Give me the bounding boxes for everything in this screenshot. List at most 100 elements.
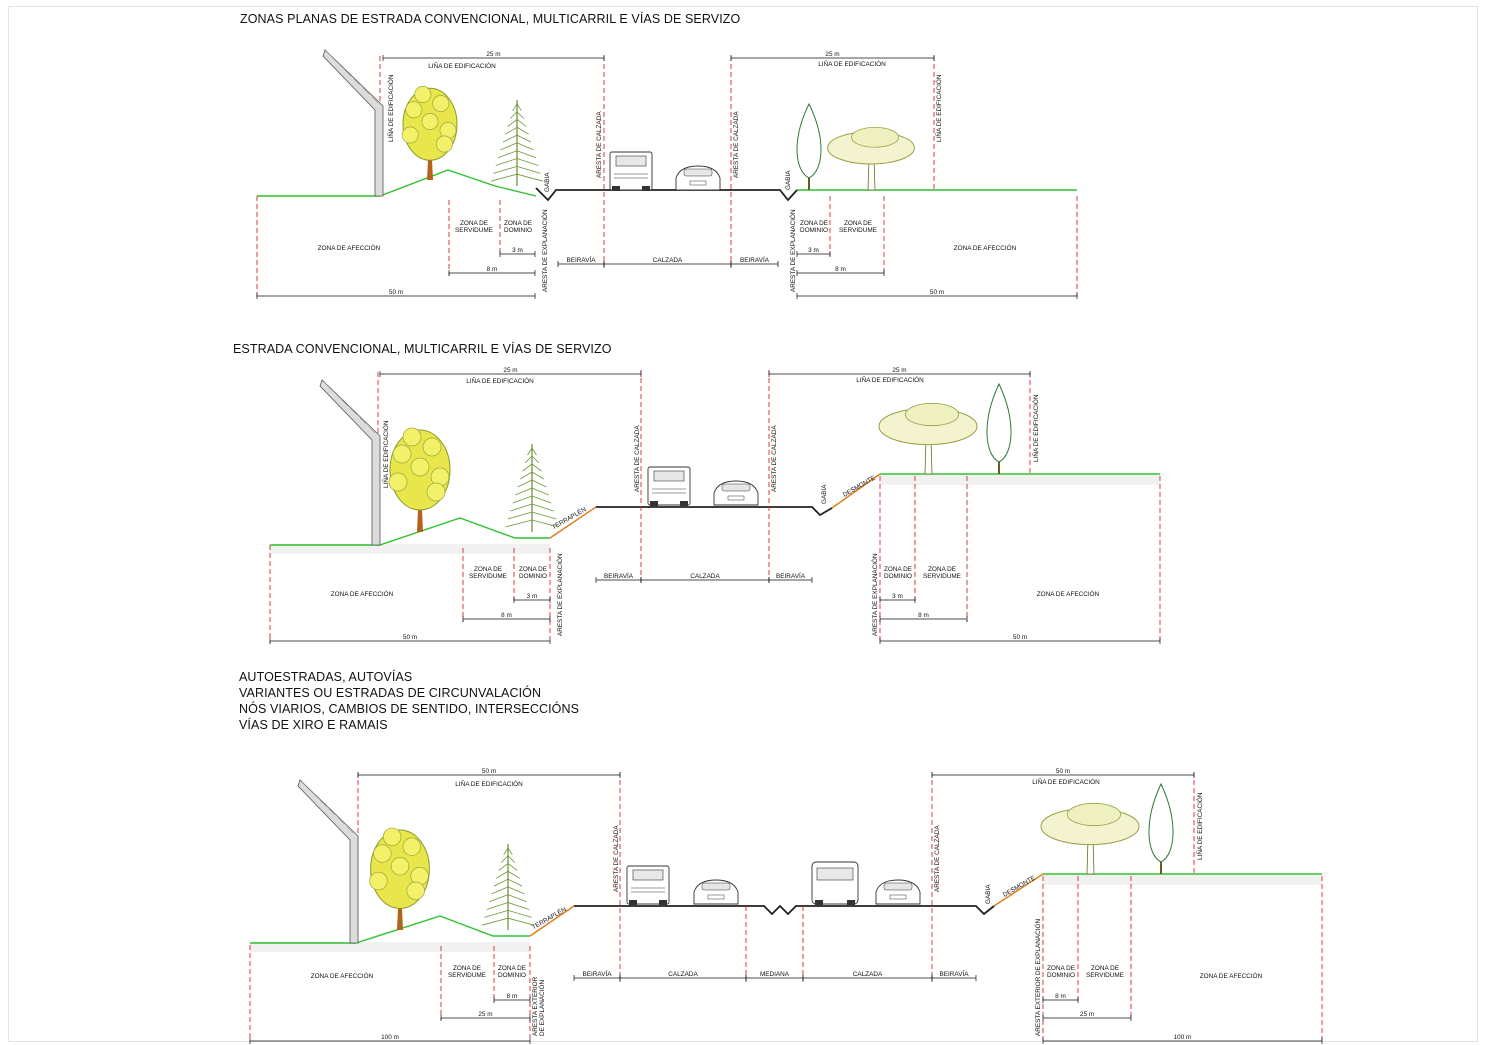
section-2-pine-tree-branch-r-2 [531, 455, 540, 464]
section-2-zona-servidume-right-2: SERVIDUME [923, 573, 961, 580]
section-1-pine-tree [490, 100, 544, 186]
section-3-dim-edif-right-label: 50 m [1056, 768, 1070, 775]
section-3-yellow-tree-leaf-1 [402, 837, 421, 856]
section-3-pine-tree-branch-l-9 [484, 909, 509, 918]
section-1-yellow-tree-leaf-2 [401, 126, 419, 144]
section-1-yellow-tree [401, 86, 458, 180]
section-3-car-2-plate [889, 894, 907, 900]
section-1-pine-tree-branch-l-8 [495, 158, 518, 166]
section-1-pine-tree-branch-r-5 [516, 134, 532, 143]
section-1-pine-tree-branch-l-9 [493, 165, 518, 174]
section-2-truck [647, 466, 691, 506]
section-3-yellow-tree-leaf-4 [390, 857, 410, 876]
section-1-calzada-label: CALZADA [653, 257, 683, 264]
section-2-cypress-tree [986, 382, 1012, 474]
section-2-pine-tree-branch-r-8 [531, 503, 554, 512]
section-3-truck-1-wheel-l [629, 900, 637, 905]
section-1-house [322, 49, 384, 197]
section-3-dim-25m-right-label: 25 m [1080, 1011, 1094, 1018]
section-1-vlabel-gabia-r: GABIA [785, 170, 792, 190]
section-1-vlabel-aresta-calzada-l: ARESTA DE CALZADA [596, 111, 603, 178]
section-3-house-hatch-3 [328, 808, 336, 816]
section-3-dim-8m-left: 8 m [493, 993, 531, 1003]
section-2-pine-tree-branch-l-4 [519, 471, 533, 480]
section-3-house-hatch-0 [301, 781, 309, 789]
section-1-umbrella-tree [827, 126, 915, 191]
section-3-dim-100m-right: 100 m [1042, 1034, 1323, 1044]
section-2-house-hatch-3 [350, 408, 358, 416]
section-1-vlabel-aresta-calzada-r: ARESTA DE CALZADA [733, 111, 740, 178]
section-2-house-hatch-1 [332, 390, 340, 398]
section-3-pine-tree-branch-l-8 [486, 902, 509, 910]
section-2-house-wall [319, 379, 381, 546]
section-1-car-window [683, 168, 713, 177]
section-2-zona-servidume-left-1: ZONA DE [474, 566, 502, 573]
section-1-title: ZONAS PLANAS DE ESTRADA CONVENCIONAL, MU… [240, 12, 741, 26]
section-2-label-edif-left: LIÑA DE EDIFICACIÓN [466, 376, 534, 385]
section-3-calzada-left-label: CALZADA [668, 971, 698, 978]
section-2-vlabel-edif-r: LIÑA DE EDIFICACIÓN [1031, 394, 1040, 462]
section-2-house-hatch-2 [341, 399, 349, 407]
section-3-van-window [816, 867, 854, 881]
section-2-desmonte-slope [831, 473, 881, 509]
section-1-zona-servidume-right-1: ZONA DE [844, 220, 872, 227]
section-2-pine-tree [505, 444, 559, 532]
section-1-label-edif-right: LIÑA DE EDIFICACIÓN [818, 59, 886, 68]
section-1-dim-8m-right: 8 m [796, 266, 885, 276]
section-2-stipple-right [880, 475, 1160, 485]
section-3-vlabel-aresta-ext-r: ARESTA EXTERIOR DE EXPLANACIÓN [1033, 919, 1042, 1036]
section-2-dim-50m-right-label: 50 m [1013, 634, 1027, 641]
section-3-title-line-2: VARIANTES OU ESTRADAS DE CIRCUNVALACIÓN [239, 686, 542, 700]
section-1-pine-tree-branch-r-4 [516, 126, 529, 135]
section-3-pine-tree-branch-r-4 [507, 870, 520, 879]
section-3-label-desmonte: DESMONTE [1002, 875, 1037, 899]
section-3-truck-1-wheel-r [659, 900, 667, 905]
section-2-label-edif-right: LIÑA DE EDIFICACIÓN [856, 375, 924, 384]
section-1-cypress-tree-crown [796, 102, 822, 179]
section-1-calzada: CALZADA [603, 257, 732, 267]
section-2-vlabel-edif-l: LIÑA DE EDIFICACIÓN [381, 420, 390, 488]
section-1-road-surface [535, 187, 798, 202]
section-1-pine-tree-branch-l-2 [509, 111, 518, 119]
section-3-pine-tree-branch-l-3 [498, 863, 509, 871]
section-3-stipple-right [1043, 875, 1322, 885]
section-2-beiravia-right-label: BEIRAVÍA [776, 571, 806, 580]
section-3-dim-25m-left-label: 25 m [478, 1011, 492, 1018]
section-3-car-2-window [883, 882, 913, 891]
section-2-truck-wheel-l [650, 501, 658, 506]
section-1-dim-8m-left: 8 m [448, 266, 536, 276]
section-2-beiravia-left-label: BEIRAVÍA [604, 571, 634, 580]
section-3-truck-1 [626, 865, 670, 905]
section-3-beiravia-left: BEIRAVÍA [573, 969, 621, 981]
section-2-pine-tree-branch-r-1 [531, 447, 537, 456]
section-1-yellow-tree-leaf-1 [432, 95, 450, 112]
section-3-yellow-tree-leaf-0 [373, 844, 392, 863]
section-1-yellow-tree-leaf-5 [414, 86, 432, 103]
section-2-zona-dominio-right-1: ZONA DE [884, 566, 912, 573]
section-1-pine-tree-branch-r-3 [516, 119, 527, 127]
section-2-pine-tree-branch-r-6 [531, 487, 549, 496]
section-1-pine-tree-branch-l-6 [500, 142, 518, 151]
section-2-pine-tree-branch-r-9 [531, 511, 557, 520]
section-3-car-1-window [701, 882, 731, 891]
section-2-pine-tree-branch-l-5 [517, 479, 533, 488]
section-3-vlabel-aresta-ext-l-2: DE EXPLANACIÓN [537, 980, 546, 1036]
section-1-dim-3m-right: 3 m [796, 247, 831, 257]
section-1-zona-dominio-right-1: ZONA DE [800, 220, 828, 227]
section-2-pine-tree-branch-l-6 [515, 487, 533, 496]
section-1-zona-dominio-left-2: DOMINIO [504, 227, 532, 234]
section-1-dim-50m-right-label: 50 m [930, 289, 944, 296]
section-2-vlabel-aresta-calzada-r: ARESTA DE CALZADA [771, 425, 778, 492]
section-3-pine-tree-branch-l-4 [496, 870, 509, 879]
section-2-pine-tree-branch-r-3 [531, 463, 542, 472]
section-2-pine-tree-branch-r-5 [531, 479, 547, 488]
section-1-dim-50m-left-label: 50 m [389, 289, 403, 296]
section-1-zona-afeccion-right: ZONA DE AFECCIÓN [954, 243, 1017, 252]
section-3-yellow-tree-leaf-2 [369, 871, 388, 891]
section-2-vlabel-aresta-expl-l: ARESTA DE EXPLANACIÓN [555, 553, 564, 636]
section-3-mediana: MEDIANA [745, 971, 804, 981]
section-3-vlabel-aresta-ext-l-1: ARESTA EXTERIOR [532, 976, 539, 1036]
section-2-dim-3m-left: 3 m [513, 593, 551, 603]
